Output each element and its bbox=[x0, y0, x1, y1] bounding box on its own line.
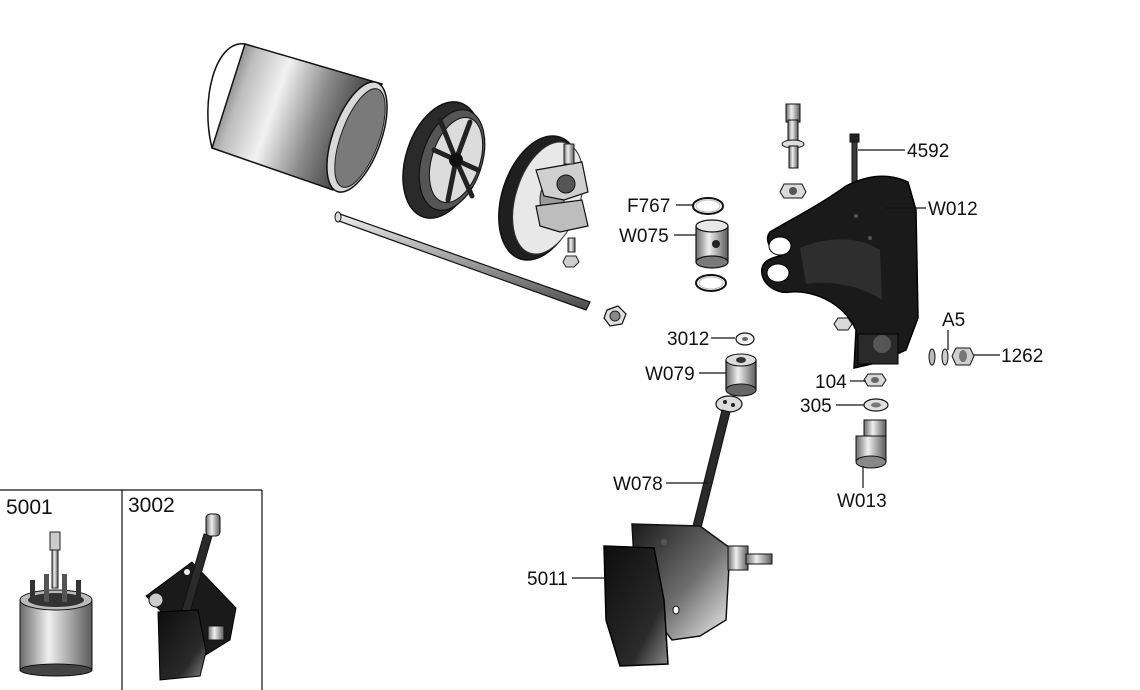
paddle-assembly-5011 bbox=[603, 523, 773, 667]
nut-small bbox=[833, 317, 853, 331]
callout-305: 305 bbox=[800, 396, 832, 417]
callout-4592: 4592 bbox=[907, 141, 949, 162]
handle-rod-w078 bbox=[691, 395, 743, 533]
callout-w012: W012 bbox=[928, 199, 978, 220]
end-plate-with-bracket bbox=[498, 135, 589, 268]
drum-cylinder bbox=[207, 43, 388, 193]
callout-w013: W013 bbox=[837, 491, 887, 512]
snap-ring-top bbox=[692, 197, 724, 215]
nut-104 bbox=[863, 373, 887, 387]
bolt-stack bbox=[779, 103, 807, 199]
pulley-wheel bbox=[402, 101, 486, 219]
inset-label-left: 5001 bbox=[6, 496, 53, 519]
callout-3012: 3012 bbox=[667, 329, 709, 350]
snap-ring-bottom bbox=[695, 274, 727, 292]
long-shaft bbox=[334, 211, 627, 327]
inset-drum-assembly bbox=[19, 531, 93, 677]
inset-label-right: 3002 bbox=[128, 494, 175, 517]
leader-lines bbox=[572, 149, 1000, 579]
bracket-w012 bbox=[761, 175, 919, 369]
callout-w078: W078 bbox=[613, 474, 663, 495]
inset-handle-assembly bbox=[145, 513, 237, 681]
inset-panel: 5001 3002 bbox=[0, 489, 263, 690]
spacer-w013 bbox=[855, 419, 887, 469]
washer-305 bbox=[863, 398, 889, 412]
cap-w079 bbox=[725, 353, 757, 397]
callout-104: 104 bbox=[815, 372, 847, 393]
sleeve-w075 bbox=[695, 219, 729, 269]
nut-1262 bbox=[951, 347, 975, 366]
washer-a5 bbox=[928, 348, 949, 366]
callout-w075: W075 bbox=[619, 226, 669, 247]
callout-labels: 4592 W012 F767 W075 3012 W079 A5 1262 10… bbox=[527, 141, 1043, 590]
callout-w079: W079 bbox=[645, 364, 695, 385]
callout-5011: 5011 bbox=[527, 569, 568, 590]
callout-1262: 1262 bbox=[1001, 346, 1043, 367]
washer-3012 bbox=[735, 332, 755, 346]
callout-f767: F767 bbox=[627, 196, 670, 217]
callout-a5: A5 bbox=[942, 310, 965, 331]
